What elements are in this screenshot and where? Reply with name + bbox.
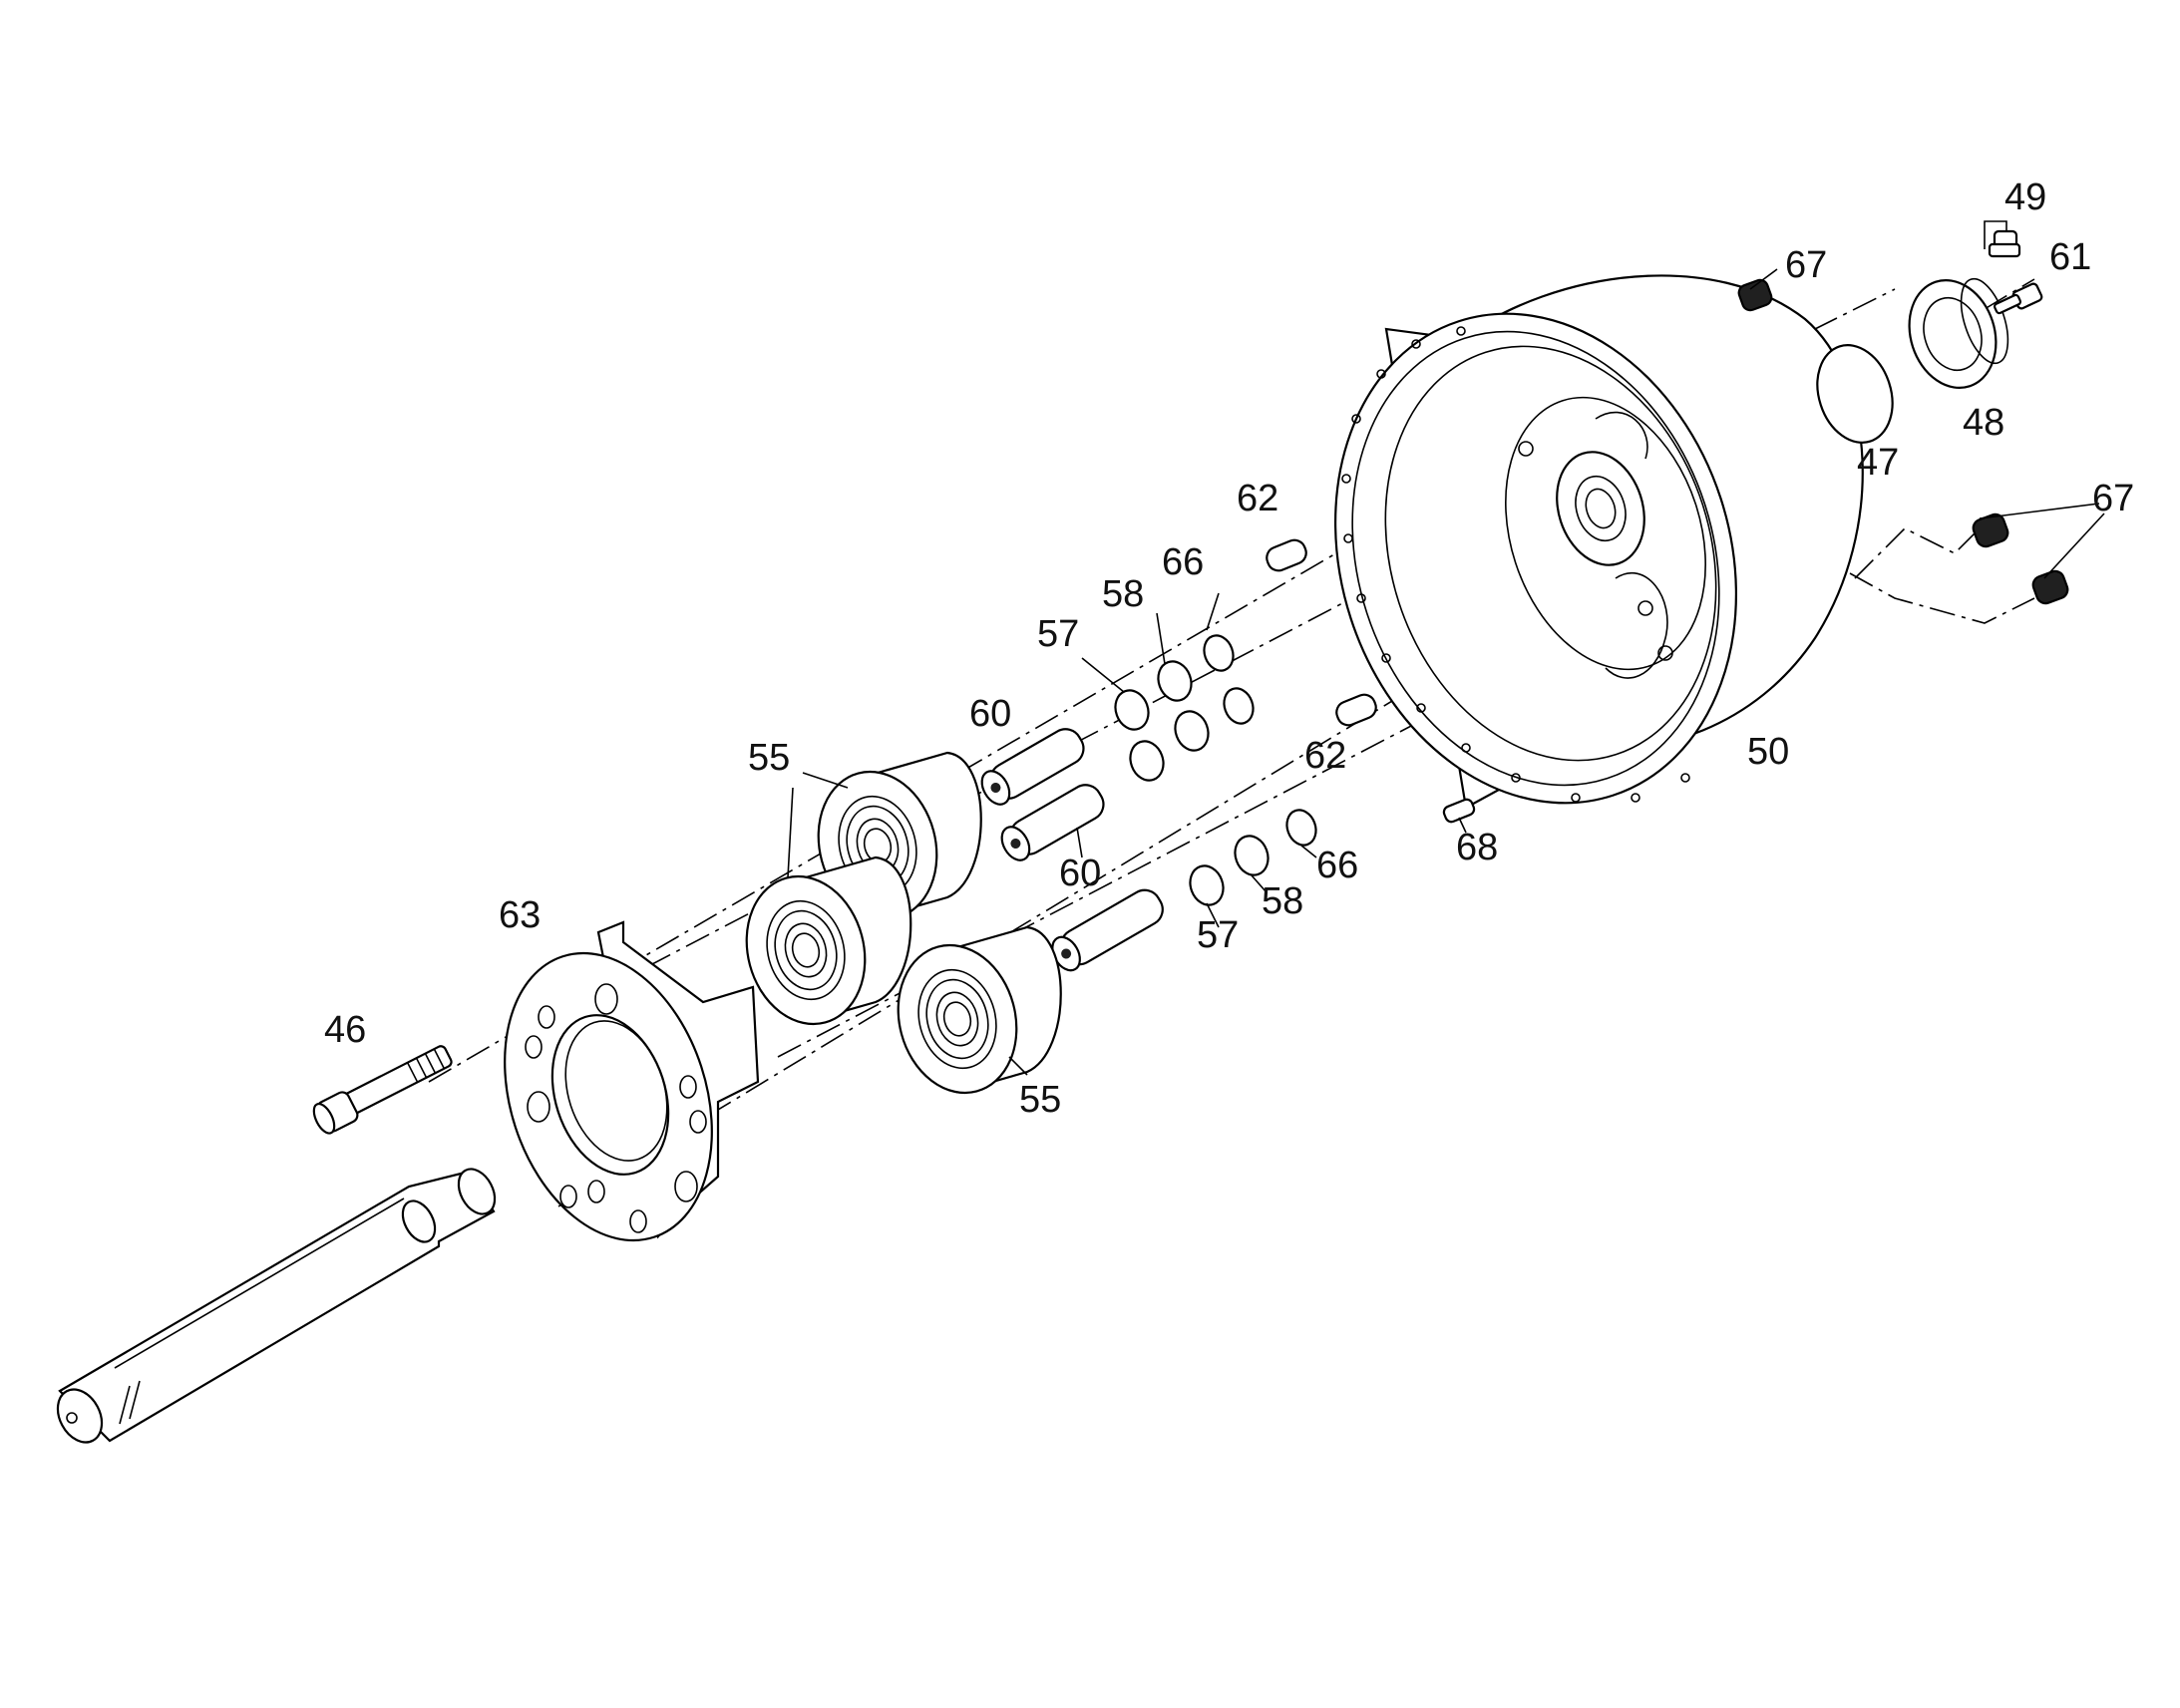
screw-part-61 <box>1993 282 2043 315</box>
callout-58-upper: 58 <box>1102 573 1144 615</box>
carrier-flange-part-63 <box>504 920 760 1242</box>
o-ring-part-47 <box>1816 344 1894 444</box>
cap-screw-part-46 <box>312 1045 453 1135</box>
callout-66-upper: 66 <box>1162 541 1204 583</box>
end-cap-part-48 <box>1908 277 2009 389</box>
callout-67-right: 67 <box>2092 478 2134 519</box>
drum-flange-bolt-holes <box>1341 326 1690 803</box>
bearing-roller-part-55-middle <box>745 855 912 1026</box>
spacer-rings <box>1114 634 1317 906</box>
pin-part-68 <box>1442 798 1476 824</box>
callout-labels: 49 67 61 48 47 67 62 66 58 57 60 55 62 5… <box>324 176 2134 1121</box>
pin-part-62-lower <box>1335 693 1377 727</box>
small-fasteners <box>1266 229 2069 824</box>
callout-60-upper: 60 <box>969 693 1011 735</box>
housing-drum-part-50 <box>1333 274 1864 810</box>
callout-57-upper: 57 <box>1037 613 1079 655</box>
callout-62-lower: 62 <box>1304 735 1346 777</box>
callout-50: 50 <box>1747 731 1789 773</box>
callout-47: 47 <box>1857 442 1899 484</box>
plug-part-67-right-b <box>2031 569 2069 605</box>
callout-66-lower: 66 <box>1316 845 1358 886</box>
callout-68: 68 <box>1456 827 1498 868</box>
pin-part-62-upper <box>1266 538 1307 572</box>
pins-part-60 <box>980 728 1164 972</box>
callout-62-upper: 62 <box>1237 478 1278 519</box>
callout-55-bottom: 55 <box>1019 1079 1061 1121</box>
callout-58-lower: 58 <box>1262 880 1303 922</box>
callout-67-top: 67 <box>1785 244 1827 286</box>
callout-63: 63 <box>499 894 541 936</box>
callout-48: 48 <box>1963 402 2004 444</box>
callout-57-lower: 57 <box>1197 914 1239 956</box>
callout-55-top: 55 <box>748 737 790 779</box>
bearing-roller-part-55-bottom <box>897 925 1062 1095</box>
callout-46: 46 <box>324 1009 366 1051</box>
input-shaft <box>56 1168 497 1444</box>
callout-60-lower: 60 <box>1059 853 1101 894</box>
callout-leader-lines <box>787 220 2105 1076</box>
callout-49: 49 <box>2004 176 2046 218</box>
plug-part-67-top <box>1737 278 1773 312</box>
screw-part-49 <box>1988 229 2021 258</box>
callout-61: 61 <box>2049 236 2091 278</box>
